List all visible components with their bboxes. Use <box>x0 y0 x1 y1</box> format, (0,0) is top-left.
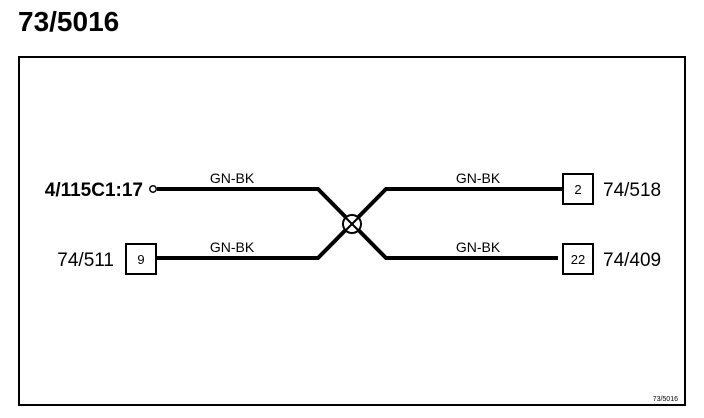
pin-box-bottom-right <box>562 243 594 275</box>
pin-box-top-right <box>562 173 594 205</box>
pin-number-bottom-left: 9 <box>137 252 144 267</box>
diagram-frame <box>18 56 686 406</box>
pin-number-top-right: 2 <box>574 182 581 197</box>
terminal-open-circle-icon <box>149 185 157 193</box>
connector-label-bottom-left: 74/511 <box>57 250 114 271</box>
wire-color-label-bottom-left: GN-BK <box>210 239 255 255</box>
connector-label-bottom-right: 74/409 <box>603 250 661 271</box>
page-title: 73/5016 <box>18 6 120 37</box>
pin-number-bottom-right: 22 <box>571 252 585 267</box>
connector-label-top-right: 74/518 <box>603 180 661 201</box>
connector-label-top-left: 4/115C1:17 <box>45 180 143 201</box>
wire-color-label-top-left: GN-BK <box>210 170 255 186</box>
pin-box-bottom-left <box>125 243 157 275</box>
wire-color-label-bottom-right: GN-BK <box>456 239 501 255</box>
footer-reference: 73/5016 <box>653 396 678 403</box>
splice-icon <box>342 214 362 234</box>
wire-color-label-top-right: GN-BK <box>456 170 501 186</box>
